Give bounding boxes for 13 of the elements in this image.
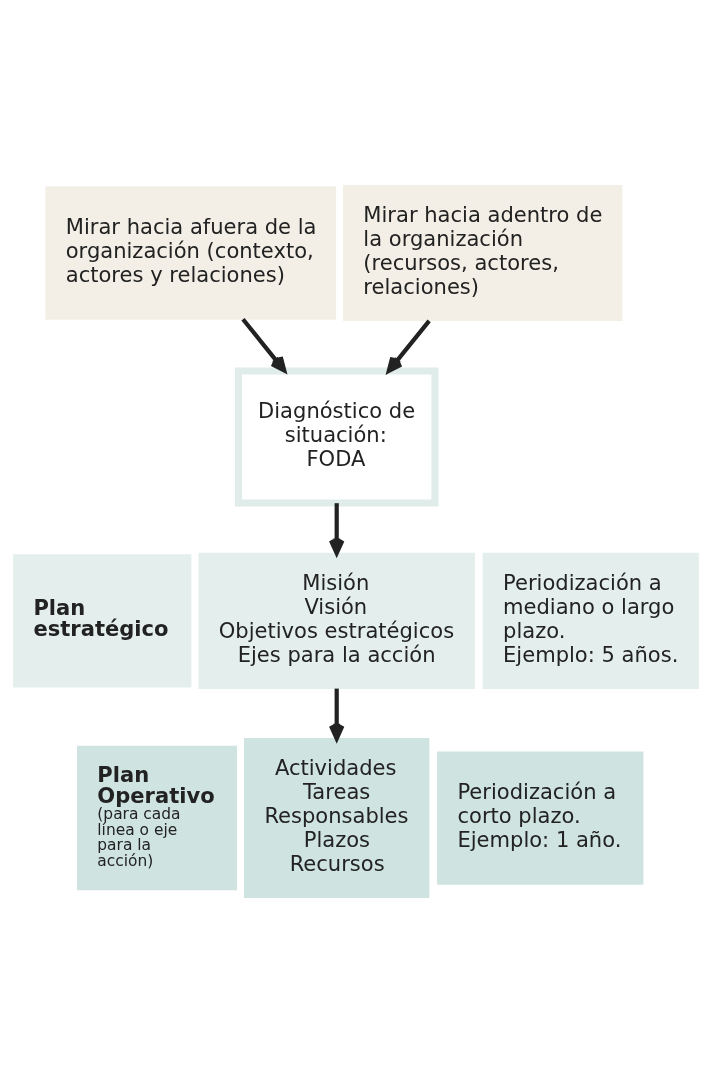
arrow: [328, 688, 345, 741]
node-box: Plan Operativo (para cada línea o eje para la acción): [77, 745, 237, 891]
node-box: Mirar hacia afuera de la organización (contexto, actores y relaciones): [45, 186, 336, 320]
node-box: Misión Visión Objetivos estratégicos Ejes para la acción: [198, 552, 475, 689]
node-box: Periodización a mediano o largo plazo. Ejemplo: 5 años.: [482, 552, 699, 689]
node-box: Diagnóstico de situación: FODA: [234, 367, 439, 507]
arrow: [241, 317, 287, 373]
node-box: Plan estratégico: [13, 554, 192, 688]
node-box: Mirar hacia adentro de la organización (recursos, actores, relaciones): [343, 184, 623, 322]
node-box: Periodización a corto plazo. Ejemplo: 1 año.: [437, 751, 644, 885]
arrow: [328, 503, 345, 556]
node-box: Actividades Tareas Responsables Plazos Recursos: [244, 738, 430, 899]
arrow: [386, 319, 431, 373]
